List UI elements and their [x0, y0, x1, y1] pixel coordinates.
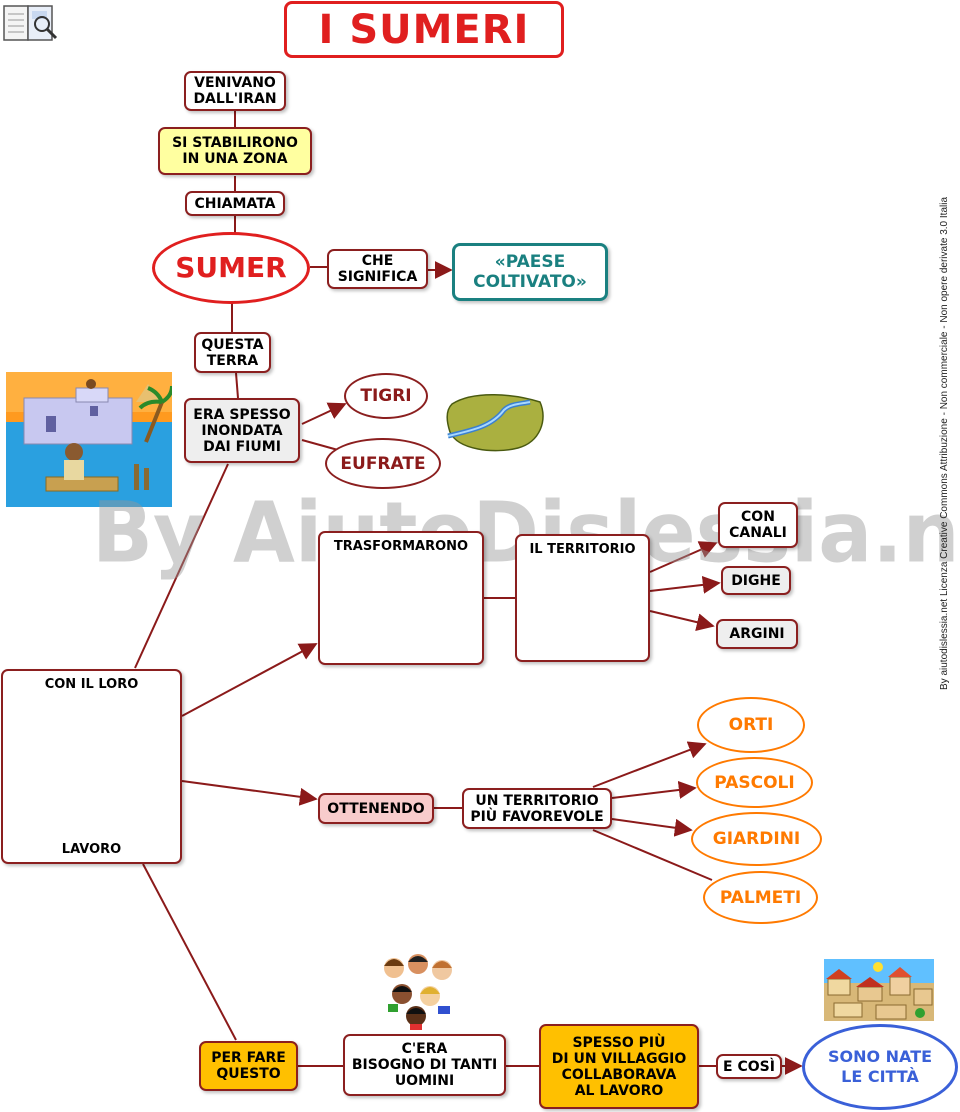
arrow-lavoro-ottenendo [181, 780, 318, 806]
node-sono-nate-le-citta: SONO NATE LE CITTÀ [802, 1024, 958, 1110]
node-con-il-loro-lavoro: CON IL LORO LAVORO [1, 669, 182, 864]
node-con-canali: CON CANALI [718, 502, 798, 548]
book-icon [3, 5, 58, 41]
node-argini: ARGINI [716, 619, 798, 649]
river-map-icon [446, 394, 544, 452]
page-title: I SUMERI [284, 1, 564, 58]
node-bisogno: C'ERA BISOGNO DI TANTI UOMINI [343, 1034, 506, 1096]
arrow-territorio-argini [649, 610, 715, 632]
connector-lavoro-perfare [142, 863, 237, 1041]
node-eufrate: EUFRATE [325, 438, 441, 489]
con-il-loro-label: CON IL LORO [44, 677, 139, 692]
node-dighe: DIGHE [721, 566, 791, 595]
arrow-favorevole-giardini [611, 818, 693, 837]
node-villaggio: SPESSO PIÙ DI UN VILLAGGIO COLLABORAVA A… [539, 1024, 699, 1109]
city-icon [824, 959, 934, 1021]
connector-inondata-eufrate [301, 439, 339, 451]
connector-questa-inondata [235, 372, 239, 399]
trasformarono-label: TRASFORMARONO [333, 539, 469, 554]
people-group-icon [384, 954, 452, 1030]
node-favorevole: UN TERRITORIO PIÙ FAVOREVOLE [462, 788, 612, 829]
node-stabilirono: SI STABILIRONO IN UNA ZONA [158, 127, 312, 175]
node-giardini: GIARDINI [691, 812, 822, 866]
node-questa-terra: QUESTA TERRA [194, 332, 271, 373]
license-text: By aiutodislessia.net Licenza Creative C… [939, 196, 950, 690]
node-tigri: TIGRI [344, 373, 428, 419]
arrow-favorevole-pascoli [611, 781, 697, 799]
node-venivano: VENIVANO DALL'IRAN [184, 71, 286, 111]
connector-lavoro-inondata [134, 463, 229, 669]
node-trasformarono: TRASFORMARONO [318, 531, 484, 665]
node-chiamata: CHIAMATA [185, 191, 285, 216]
node-inondata: ERA SPESSO INONDATA DAI FIUMI [184, 398, 300, 463]
arrow-lavoro-trasformarono [181, 643, 318, 717]
node-e-cosi: E COSÌ [716, 1054, 782, 1079]
node-che-significa: CHE SIGNIFICA [327, 249, 428, 289]
arrow-territorio-canali [649, 541, 718, 573]
node-ottenendo: OTTENENDO [318, 793, 434, 824]
node-orti: ORTI [697, 697, 805, 753]
arrow-favorevole-orti [592, 741, 707, 788]
node-per-fare-questo: PER FARE QUESTO [199, 1041, 298, 1091]
lavoro-label: LAVORO [61, 842, 122, 857]
node-territorio: IL TERRITORIO [515, 534, 650, 662]
node-pascoli: PASCOLI [696, 757, 813, 808]
connector-favorevole-palmeti [592, 829, 713, 881]
territorio-label: IL TERRITORIO [529, 542, 636, 557]
node-palmeti: PALMETI [703, 871, 818, 924]
arrow-inondata-tigri [301, 402, 347, 425]
node-sumer: SUMER [152, 232, 310, 304]
arrow-territorio-dighe [649, 575, 721, 594]
node-paese-coltivato: «PAESE COLTIVATO» [452, 243, 608, 301]
flood-illustration [6, 372, 172, 507]
